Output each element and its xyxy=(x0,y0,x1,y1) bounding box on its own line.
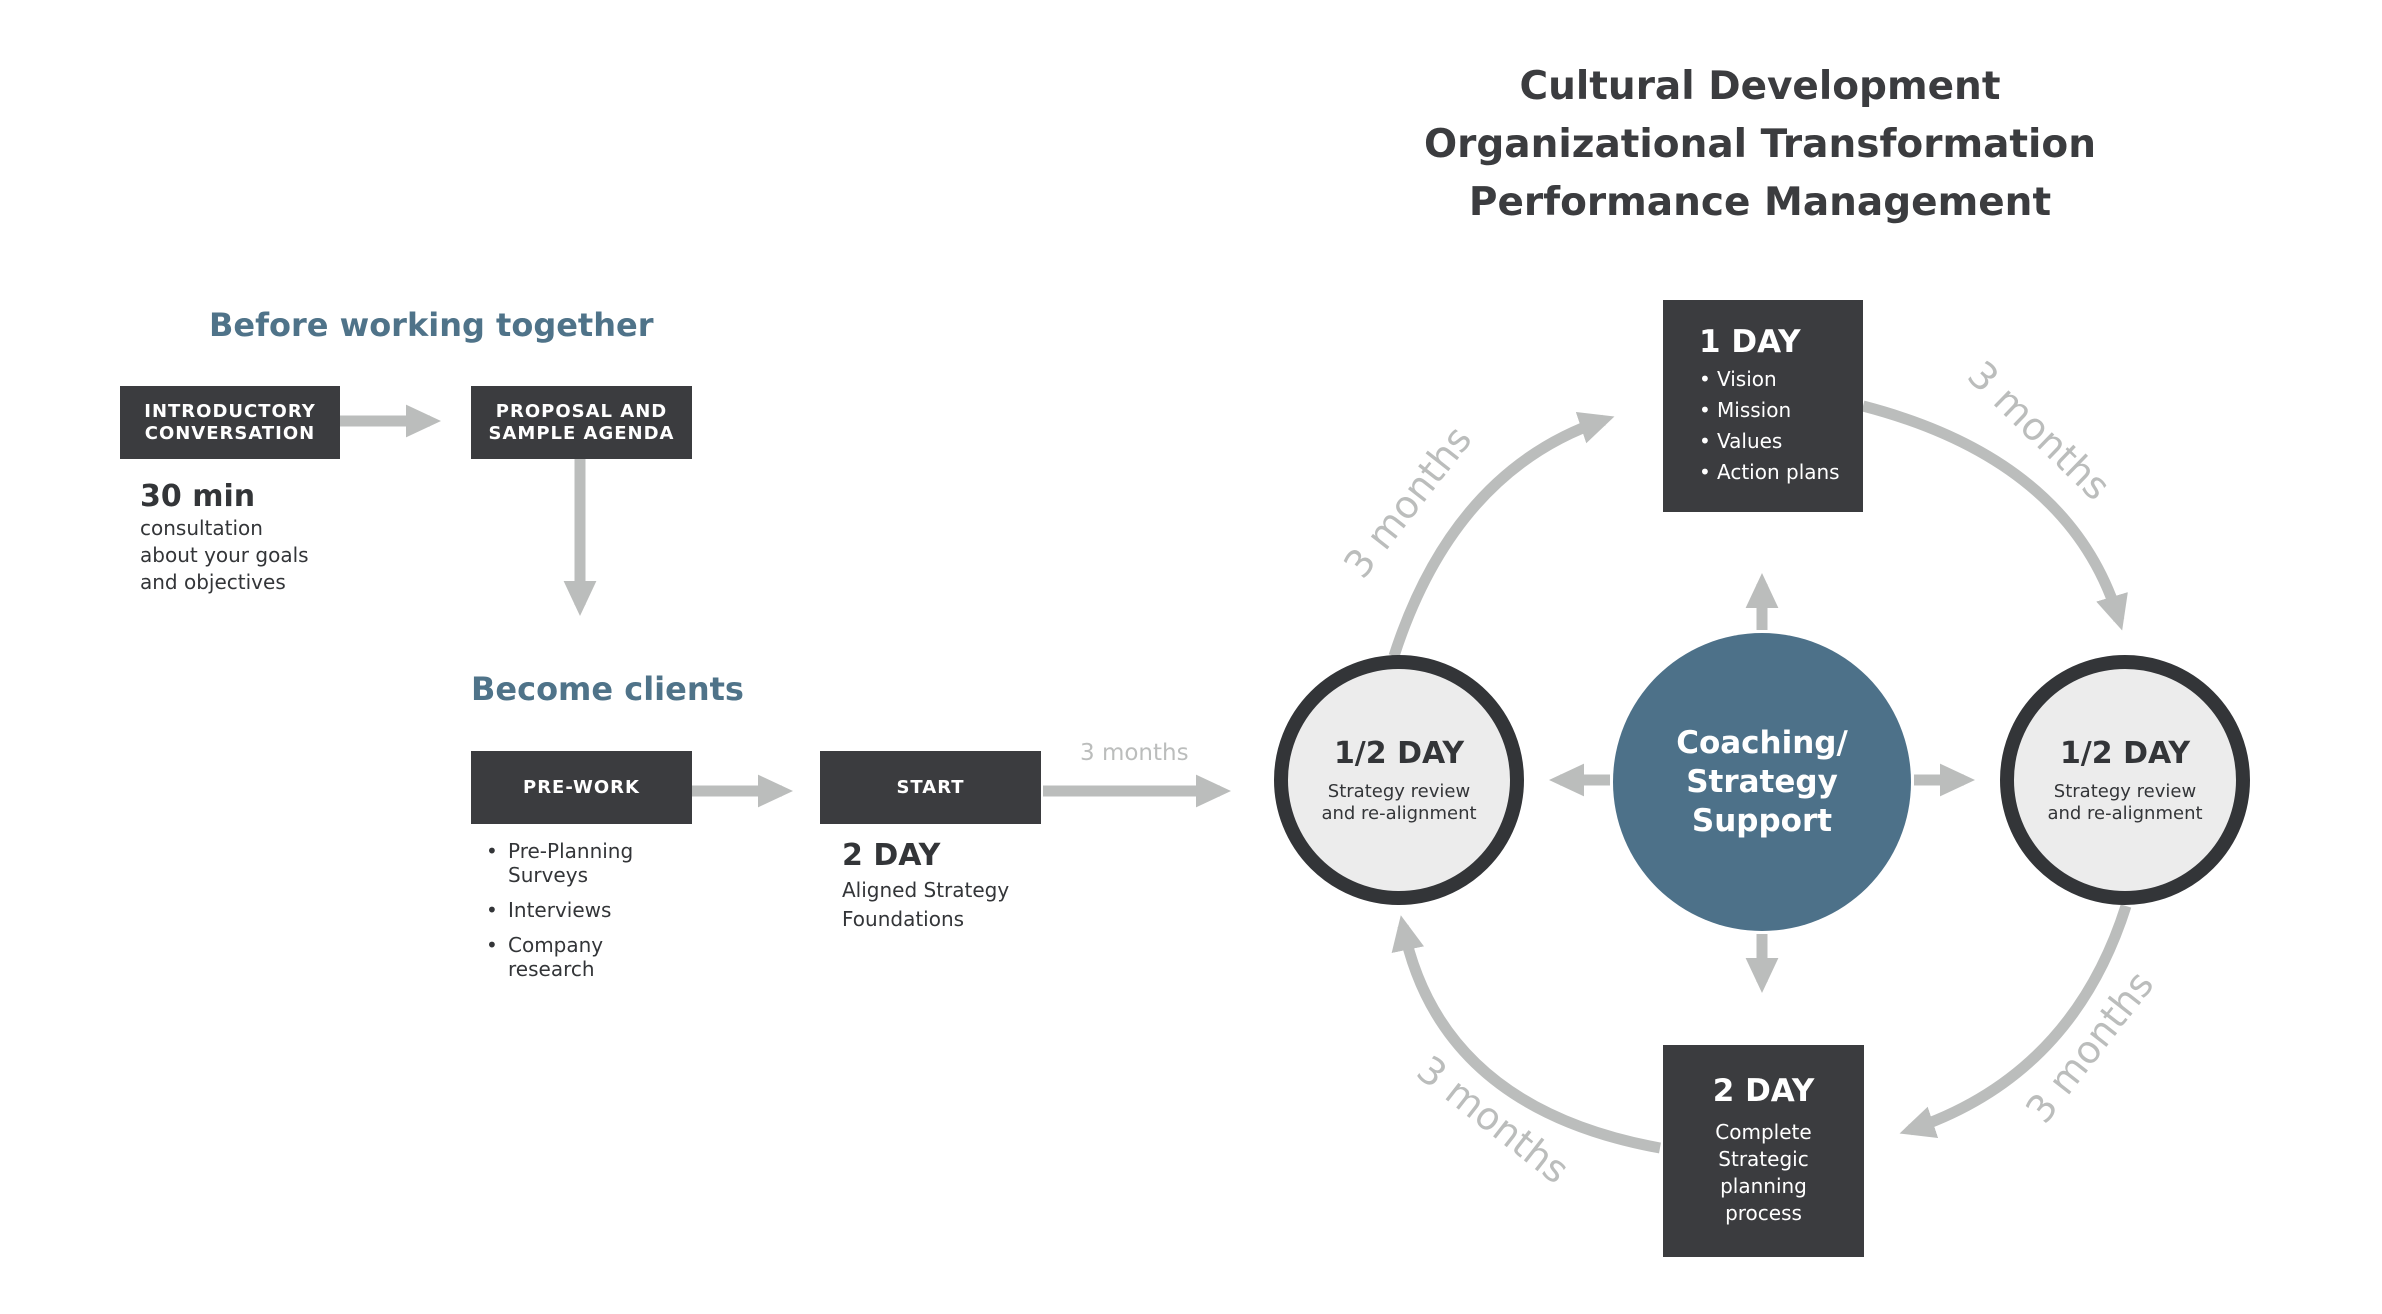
prework-box: PRE-WORK xyxy=(471,751,692,824)
start-description: Aligned Strategy Foundations xyxy=(842,876,1009,934)
start-duration: 2 DAY xyxy=(842,838,941,873)
title-line-2: Organizational Transformation xyxy=(1424,122,2096,167)
two-day-box: 2 DAY Complete Strategic planning proces… xyxy=(1663,1045,1864,1257)
one-day-list: Vision Mission Values Action plans xyxy=(1699,364,1863,488)
arc-right-to-bottom xyxy=(1899,904,2132,1138)
intro-desc-line: and objectives xyxy=(140,570,286,594)
proposal-label: PROPOSAL AND SAMPLE AGENDA xyxy=(488,400,675,444)
title-line-3: Performance Management xyxy=(1468,180,2052,225)
arc-label-top-right: 3 months xyxy=(1959,353,2119,509)
left-half-day-ring: 1/2 DAY Strategy review and re-alignment xyxy=(1274,655,1524,905)
right-ring-description: Strategy review and re-alignment xyxy=(2047,780,2203,824)
right-ring-title: 1/2 DAY xyxy=(2059,735,2191,771)
intro-desc-line: about your goals xyxy=(140,543,309,567)
hub-label: Coaching/ Strategy Support xyxy=(1676,724,1848,839)
arc-bottom-to-left xyxy=(1391,915,1661,1154)
clients-heading: Become clients xyxy=(471,670,744,708)
two-day-desc-line: planning xyxy=(1720,1174,1807,1198)
two-day-desc-line: Complete xyxy=(1715,1120,1812,1144)
one-day-item: Mission xyxy=(1699,395,1863,426)
two-day-description: Complete Strategic planning process xyxy=(1663,1119,1864,1227)
intro-duration: 30 min xyxy=(140,479,256,514)
start-box: START xyxy=(820,751,1041,824)
start-desc-line: Foundations xyxy=(842,907,965,931)
two-day-title: 2 DAY xyxy=(1712,1073,1815,1109)
intro-conversation-box: INTRODUCTORY CONVERSATION xyxy=(120,386,340,459)
prework-item: Company research xyxy=(486,933,676,981)
one-day-item: Action plans xyxy=(1699,457,1863,488)
proposal-box: PROPOSAL AND SAMPLE AGENDA xyxy=(471,386,692,459)
start-desc-line: Aligned Strategy xyxy=(842,878,1010,902)
prework-list: Pre-Planning Surveys Interviews Company … xyxy=(486,839,676,992)
two-day-desc-line: Strategic xyxy=(1718,1147,1809,1171)
prework-item: Interviews xyxy=(486,898,676,922)
one-day-item: Values xyxy=(1699,426,1863,457)
left-ring-title: 1/2 DAY xyxy=(1333,735,1465,771)
prework-item: Pre-Planning Surveys xyxy=(486,839,676,887)
one-day-title: 1 DAY xyxy=(1699,324,1801,360)
right-half-day-ring: 1/2 DAY Strategy review and re-alignment xyxy=(2000,655,2250,905)
two-day-desc-line: process xyxy=(1725,1201,1802,1225)
arc-top-to-right xyxy=(1861,400,2128,631)
before-heading: Before working together xyxy=(209,306,654,344)
left-ring-description: Strategy review and re-alignment xyxy=(1321,780,1477,824)
title-line-1: Cultural Development xyxy=(1519,64,2001,109)
arc-label-left-top: 3 months xyxy=(1335,418,1480,586)
coaching-hub: Coaching/ Strategy Support xyxy=(1613,633,1911,931)
one-day-box: 1 DAY Vision Mission Values Action plans xyxy=(1663,300,1863,512)
arc-left-to-top xyxy=(1388,412,1615,658)
intro-conversation-label: INTRODUCTORY CONVERSATION xyxy=(144,400,316,444)
intro-desc-line: consultation xyxy=(140,516,263,540)
start-arrow-label: 3 months xyxy=(1080,740,1189,766)
one-day-item: Vision xyxy=(1699,364,1863,395)
intro-description: consultation about your goals and object… xyxy=(140,515,309,596)
prework-label: PRE-WORK xyxy=(523,776,640,798)
start-label: START xyxy=(896,776,965,798)
